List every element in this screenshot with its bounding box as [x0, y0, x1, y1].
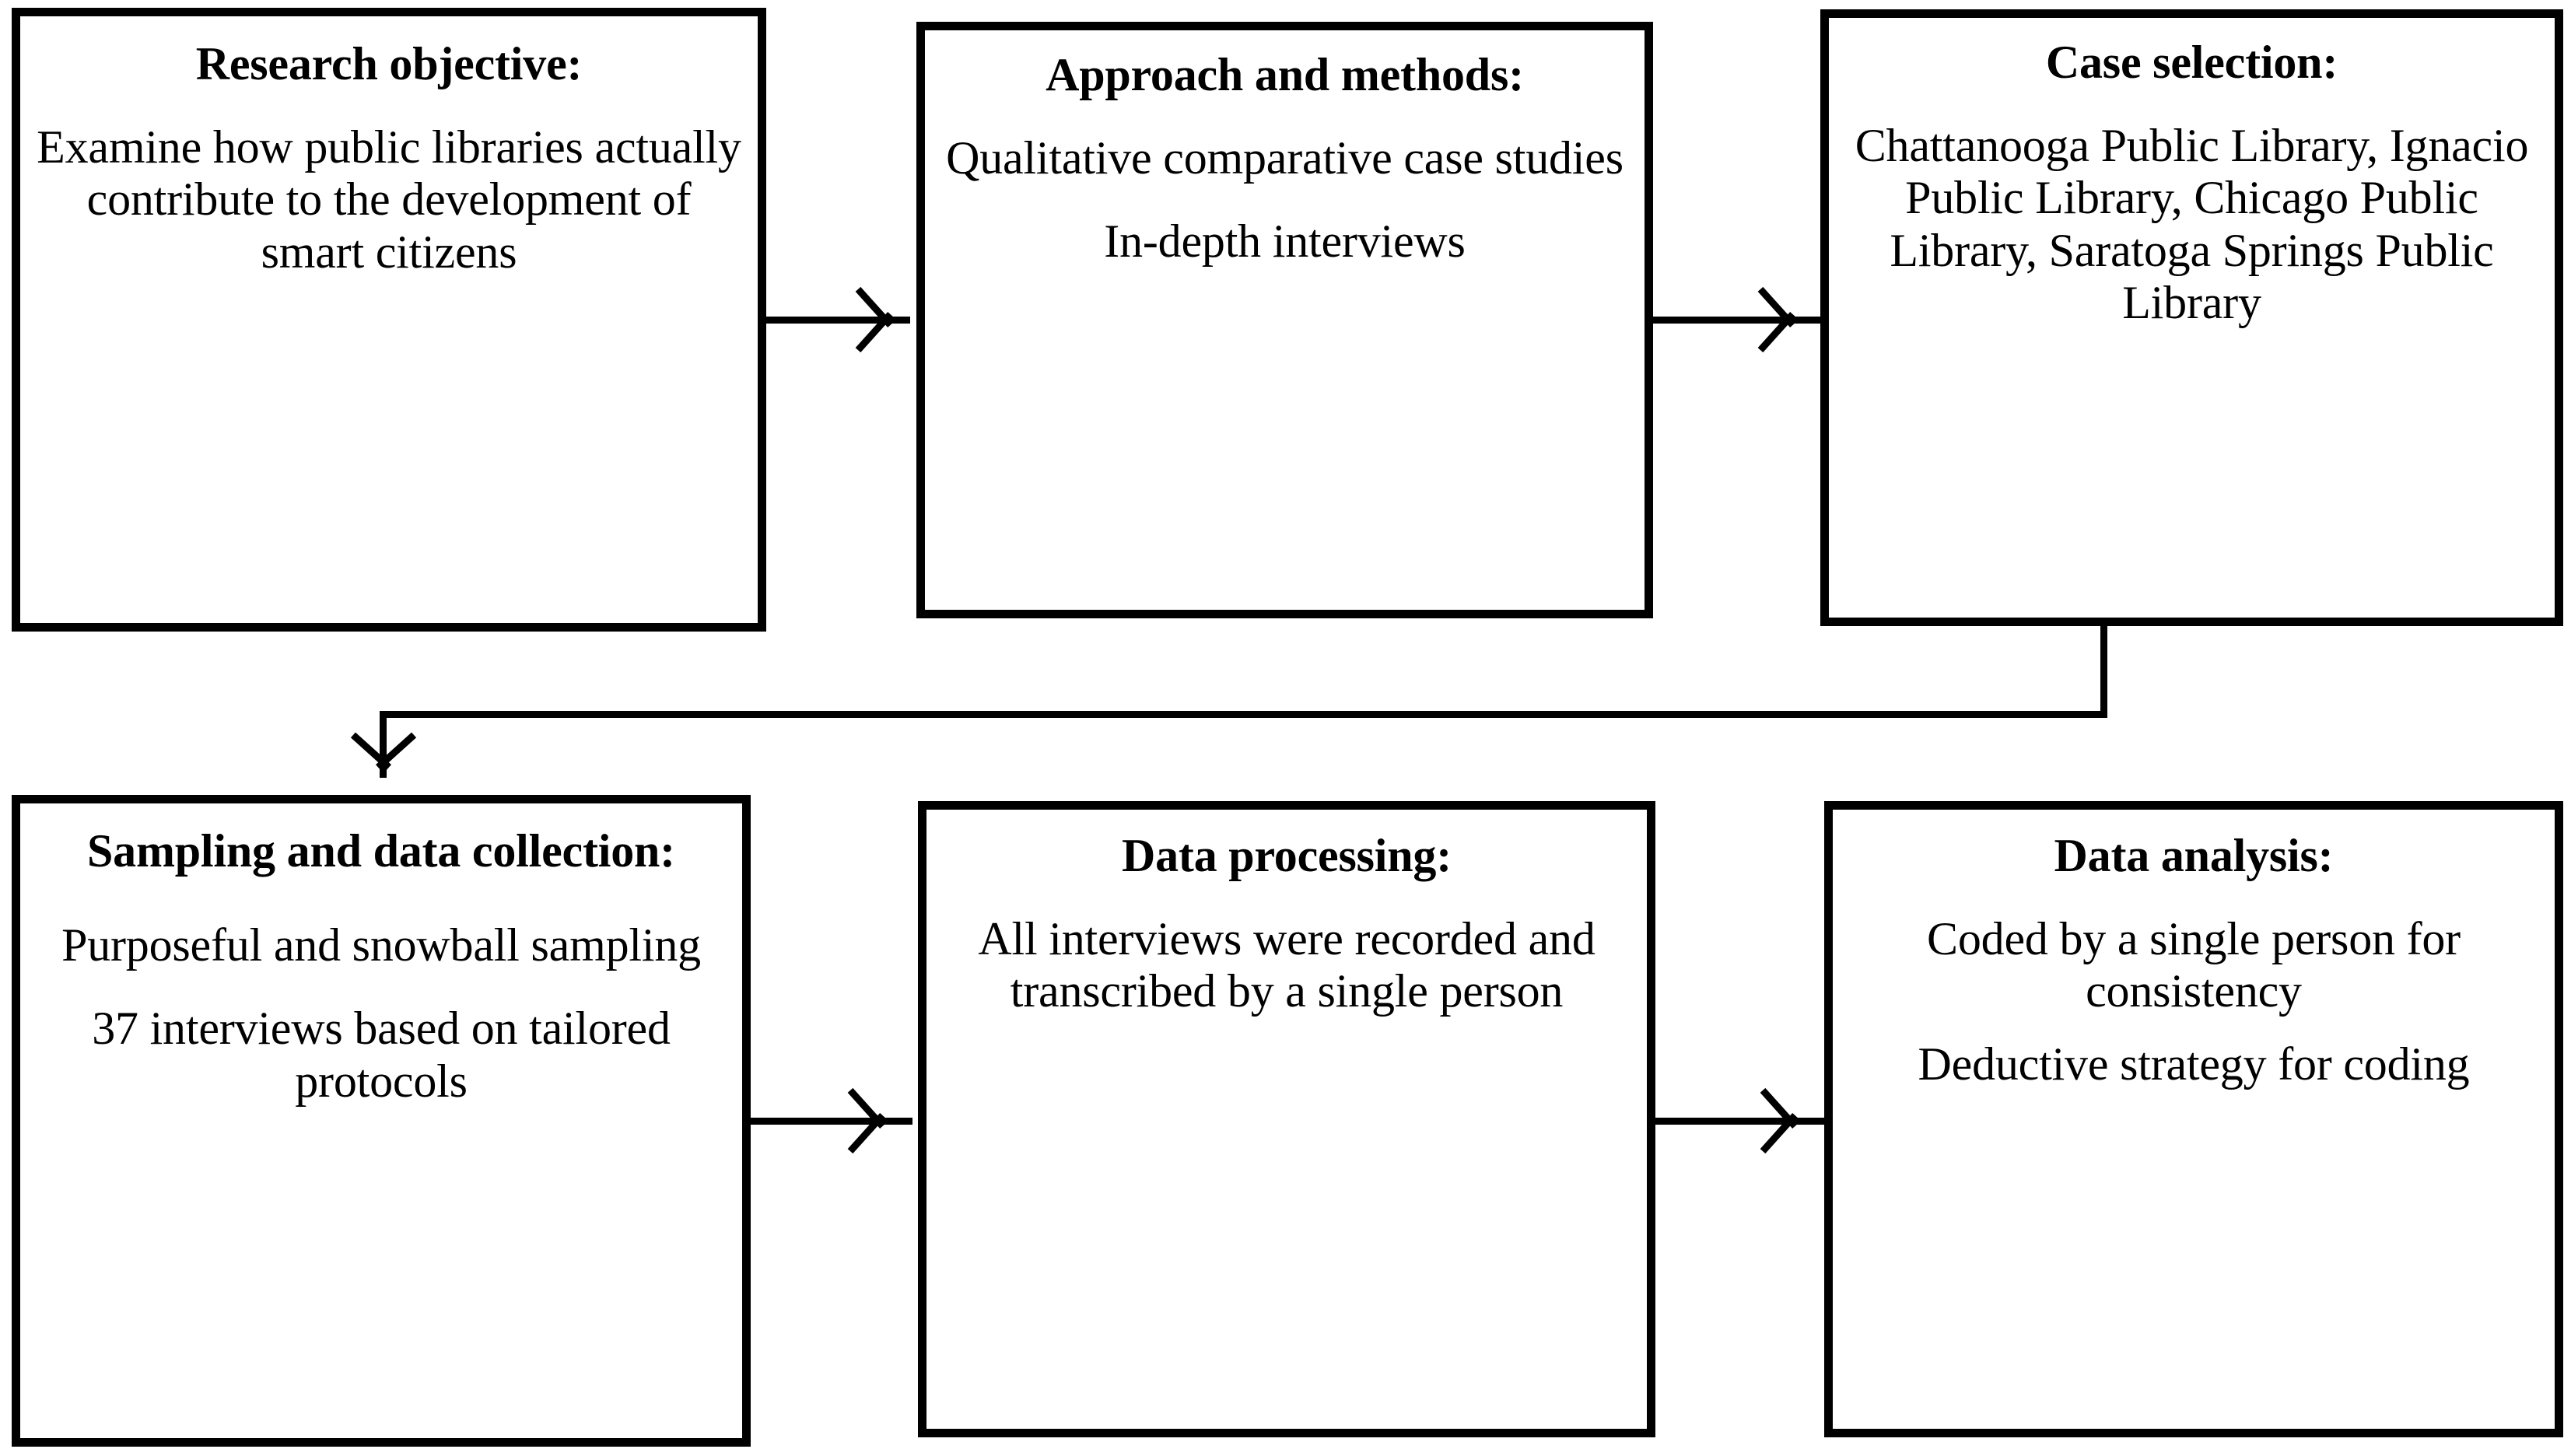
connector-approach-to-case-arrowhead [1766, 289, 1827, 350]
connector-case-to-sampling-drop [2100, 626, 2107, 718]
node-approach-methods-line-1: Qualitative comparative case studies [946, 132, 1624, 184]
node-approach-methods-line-2: In-depth interviews [1104, 215, 1466, 268]
node-sampling-data-collection-line-2: 37 interviews based on tailored protocol… [92, 1003, 671, 1107]
connector-approach-to-case-line [1653, 317, 1823, 324]
node-research-objective[interactable]: Research objective: Examine how public l… [12, 8, 766, 632]
node-approach-methods-title: Approach and methods: [1046, 49, 1524, 100]
connector-research-to-approach-line [766, 317, 910, 324]
node-research-objective-line-1: Examine how public libraries actually co… [37, 121, 741, 278]
node-research-objective-body: Research objective: Examine how public l… [20, 38, 758, 278]
node-case-selection-body: Case selection: Chattanooga Public Libra… [1829, 37, 2555, 329]
connector-sampling-to-processing-line [751, 1118, 912, 1125]
spacer [939, 184, 1631, 215]
node-data-analysis-line-2: Deductive strategy for coding [1918, 1038, 2470, 1090]
spacer [939, 101, 1631, 132]
spacer [1847, 1018, 2541, 1038]
node-data-processing-line-1: All interviews were recorded and transcr… [978, 913, 1595, 1017]
node-sampling-data-collection[interactable]: Sampling and data collection: Purposeful… [12, 795, 751, 1447]
node-approach-methods[interactable]: Approach and methods: Qualitative compar… [916, 22, 1653, 618]
connector-processing-to-analysis-arrowhead [1768, 1090, 1829, 1151]
spacer [940, 882, 1633, 913]
connector-research-to-approach-arrowhead [863, 289, 924, 350]
spacer [1847, 882, 2541, 913]
connector-processing-to-analysis-line [1655, 1118, 1825, 1125]
node-research-objective-title: Research objective: [195, 38, 583, 89]
spacer [34, 90, 744, 121]
node-data-processing-body: Data processing: All interviews were rec… [926, 830, 1647, 1018]
node-sampling-data-collection-line-1: Purposeful and snowball sampling [61, 919, 701, 971]
node-data-analysis-title: Data analysis: [2054, 830, 2334, 881]
connector-case-to-sampling-arrowhead [353, 740, 414, 801]
connector-sampling-to-processing-arrowhead [856, 1090, 916, 1151]
node-sampling-data-collection-title: Sampling and data collection: [87, 825, 675, 877]
node-data-processing-title: Data processing: [1121, 830, 1452, 881]
node-approach-methods-body: Approach and methods: Qualitative compar… [925, 49, 1645, 268]
node-data-processing[interactable]: Data processing: All interviews were rec… [918, 801, 1655, 1437]
spacer [1843, 89, 2541, 120]
node-sampling-data-collection-body: Sampling and data collection: Purposeful… [20, 825, 742, 1108]
node-case-selection[interactable]: Case selection: Chattanooga Public Libra… [1820, 9, 2563, 626]
node-data-analysis[interactable]: Data analysis: Coded by a single person … [1824, 801, 2563, 1437]
node-case-selection-line-1: Chattanooga Public Library, Ignacio Publ… [1855, 120, 2529, 328]
node-data-analysis-body: Data analysis: Coded by a single person … [1833, 830, 2555, 1090]
connector-case-to-sampling-run [380, 711, 2107, 718]
spacer [34, 877, 728, 919]
node-data-analysis-line-1: Coded by a single person for consistency [1927, 913, 2461, 1017]
spacer [34, 971, 728, 1003]
node-case-selection-title: Case selection: [2045, 37, 2338, 88]
